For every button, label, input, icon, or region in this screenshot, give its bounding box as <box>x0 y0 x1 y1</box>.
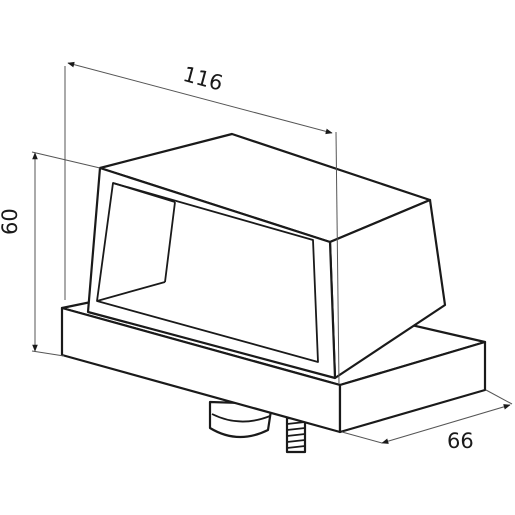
threaded-stud <box>285 416 307 454</box>
length-dimension-line <box>67 61 333 135</box>
mounting-nut <box>208 400 274 439</box>
lamp-housing <box>86 132 447 380</box>
height-dimension-label: 60 <box>0 208 22 235</box>
length-dimension-label: 116 <box>180 62 225 96</box>
width-dimension-line <box>381 404 511 444</box>
extension-lines <box>31 66 513 444</box>
lens-opening <box>96 182 319 363</box>
width-dimension-label: 66 <box>447 429 474 453</box>
lens-recess <box>96 182 176 302</box>
